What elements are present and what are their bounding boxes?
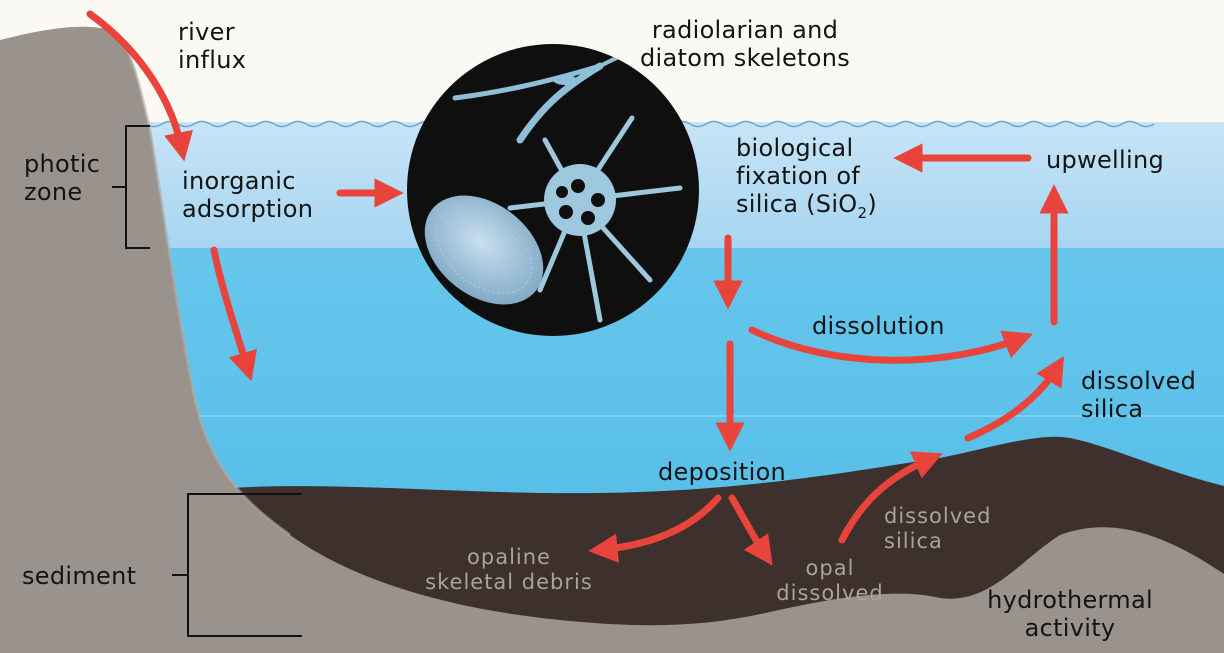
- label-photic-zone-line1: photic: [24, 150, 100, 178]
- label-opaline-debris-line1: opaline: [402, 545, 616, 570]
- label-opal-dissolved: opal dissolved: [770, 556, 890, 606]
- label-dissolved-silica-water-line2: silica: [1081, 395, 1196, 423]
- label-inorganic-adsorption: inorganic adsorption: [182, 167, 313, 223]
- label-dissolution: dissolution: [812, 312, 945, 340]
- label-hydrothermal-activity-line1: hydrothermal: [960, 586, 1180, 614]
- label-dissolved-silica-sediment: dissolved silica: [884, 504, 991, 554]
- label-photic-zone-line2: zone: [24, 178, 100, 206]
- label-photic-zone: photic zone: [24, 150, 100, 206]
- label-opal-dissolved-line1: opal: [770, 556, 890, 581]
- silica-formula-subscript: 2: [858, 204, 868, 222]
- label-skeletons-line1: radiolarian and: [640, 16, 850, 44]
- label-dissolution-text: dissolution: [812, 312, 945, 340]
- label-sediment: sediment: [22, 562, 136, 590]
- label-inorganic-adsorption-line1: inorganic: [182, 167, 313, 195]
- label-deposition: deposition: [658, 458, 786, 486]
- label-skeletons: radiolarian and diatom skeletons: [640, 16, 850, 72]
- label-dissolved-silica-sediment-line1: dissolved: [884, 504, 991, 529]
- label-river-influx-line2: influx: [178, 46, 246, 74]
- label-inorganic-adsorption-line2: adsorption: [182, 195, 313, 223]
- label-biological-fixation-line2: fixation of: [736, 162, 877, 190]
- label-dissolved-silica-water-line1: dissolved: [1081, 367, 1196, 395]
- silica-formula-prefix: silica (SiO: [736, 190, 858, 218]
- label-river-influx: river influx: [178, 18, 246, 74]
- label-sediment-text: sediment: [22, 562, 136, 590]
- label-opaline-debris-line2: skeletal debris: [402, 570, 616, 595]
- label-upwelling-text: upwelling: [1046, 146, 1164, 174]
- label-biological-fixation: biological fixation of silica (SiO2): [736, 134, 877, 227]
- label-river-influx-line1: river: [178, 18, 246, 46]
- label-hydrothermal-activity: hydrothermal activity: [960, 586, 1180, 642]
- label-dissolved-silica-water: dissolved silica: [1081, 367, 1196, 423]
- silica-formula-suffix: ): [867, 190, 877, 218]
- label-hydrothermal-activity-line2: activity: [960, 614, 1180, 642]
- label-upwelling: upwelling: [1046, 146, 1164, 174]
- label-dissolved-silica-sediment-line2: silica: [884, 529, 991, 554]
- label-deposition-text: deposition: [658, 458, 786, 486]
- label-silica-formula: silica (SiO2): [736, 190, 877, 227]
- label-skeletons-line2: diatom skeletons: [640, 44, 850, 72]
- label-opaline-debris: opaline skeletal debris: [402, 545, 616, 595]
- label-biological-fixation-line1: biological: [736, 134, 877, 162]
- label-opal-dissolved-line2: dissolved: [770, 581, 890, 606]
